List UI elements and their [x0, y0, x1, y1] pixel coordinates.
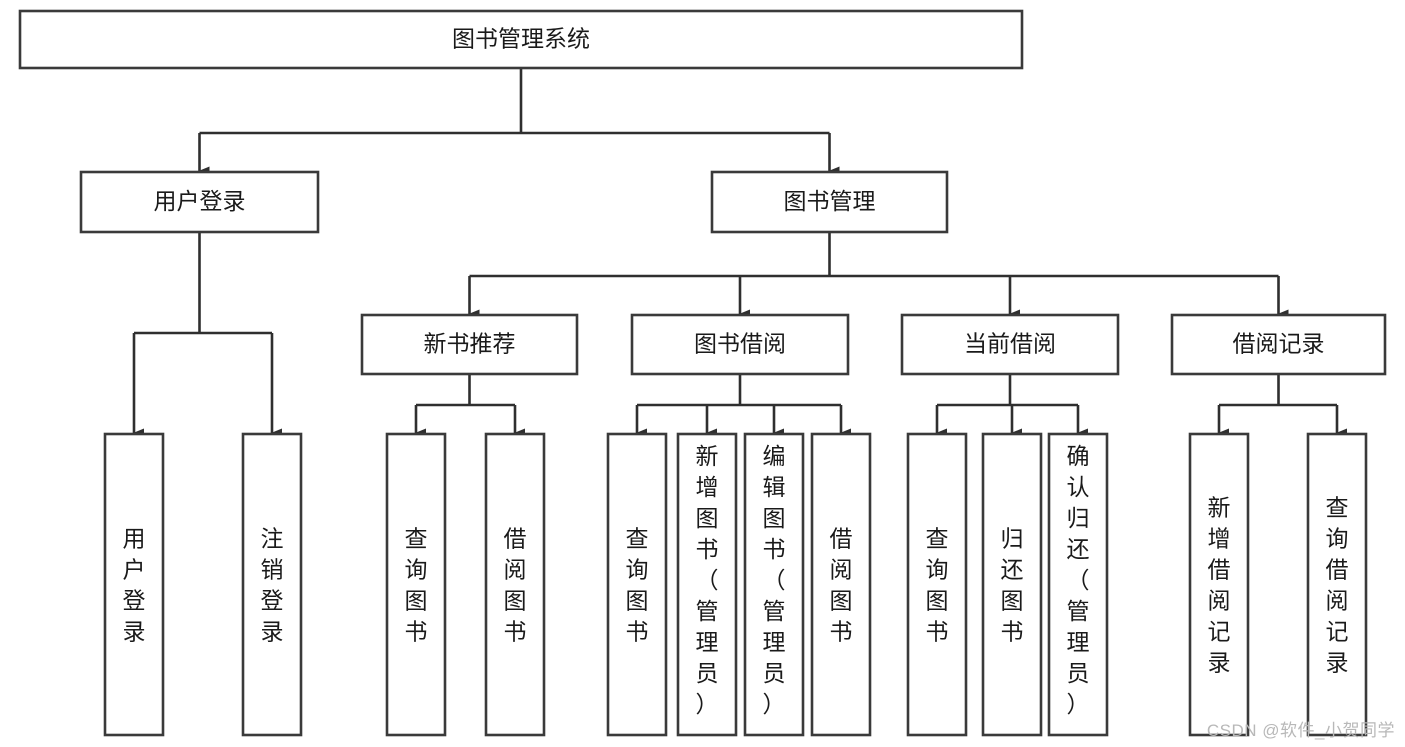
- node-label: 借阅记录: [1233, 331, 1325, 357]
- edge-group-root: [198, 68, 840, 176]
- edge-group-user-login: [132, 232, 282, 438]
- leaf-label: 编辑图书（管理员）: [763, 443, 786, 717]
- leaf-label: 查询图书: [926, 526, 949, 645]
- leaf-label: 确认归还（管理员）: [1067, 443, 1090, 717]
- leaf-label: 新增借阅记录: [1208, 495, 1231, 676]
- leaf-label: 用户登录: [123, 526, 146, 645]
- leaf-label: 新增图书（管理员）: [696, 443, 719, 717]
- leaf-label: 查询图书: [405, 526, 428, 645]
- node-user-login[interactable]: 用户登录: [79, 170, 320, 234]
- edge-group-current-borrow: [935, 374, 1088, 438]
- node-leaf-10[interactable]: 确认归还（管理员）: [1047, 432, 1109, 737]
- node-label: 新书推荐: [424, 331, 516, 357]
- leaf-label: 注销登录: [261, 526, 284, 645]
- node-leaf-8[interactable]: 查询图书: [906, 432, 968, 737]
- node-leaf-5[interactable]: 新增图书（管理员）: [676, 432, 738, 737]
- edge-group-borrow-record: [1217, 374, 1347, 438]
- node-level3-1[interactable]: 图书借阅: [630, 313, 850, 376]
- leaf-label: 查询图书: [626, 526, 649, 645]
- node-leaf-1[interactable]: 注销登录: [241, 432, 303, 737]
- leaf-label: 归还图书: [1001, 526, 1024, 645]
- leaf-label: 查询借阅记录: [1326, 495, 1349, 676]
- nodes-layer: 图书管理系统用户登录图书管理新书推荐图书借阅当前借阅借阅记录用户登录注销登录查询…: [18, 9, 1387, 737]
- node-label: 图书管理: [784, 188, 876, 214]
- node-leaf-0[interactable]: 用户登录: [103, 432, 165, 737]
- edge-group-new-book: [414, 374, 525, 438]
- leaf-label: 借阅图书: [830, 526, 853, 645]
- node-book-management[interactable]: 图书管理: [710, 170, 949, 234]
- node-level3-3[interactable]: 借阅记录: [1170, 313, 1387, 376]
- node-label: 图书管理系统: [452, 26, 590, 52]
- node-level3-0[interactable]: 新书推荐: [360, 313, 579, 376]
- leaf-label: 借阅图书: [504, 526, 527, 645]
- node-leaf-11[interactable]: 新增借阅记录: [1188, 432, 1250, 737]
- node-leaf-12[interactable]: 查询借阅记录: [1306, 432, 1368, 737]
- edges-layer: [132, 68, 1347, 438]
- node-leaf-2[interactable]: 查询图书: [385, 432, 447, 737]
- node-label: 当前借阅: [964, 331, 1056, 357]
- node-level3-2[interactable]: 当前借阅: [900, 313, 1120, 376]
- node-root-system[interactable]: 图书管理系统: [18, 9, 1024, 70]
- node-leaf-4[interactable]: 查询图书: [606, 432, 668, 737]
- edge-group-book-mgmt: [468, 232, 1289, 319]
- node-leaf-3[interactable]: 借阅图书: [484, 432, 546, 737]
- node-leaf-6[interactable]: 编辑图书（管理员）: [743, 432, 805, 737]
- node-label: 用户登录: [154, 188, 246, 214]
- edge-group-borrow: [635, 374, 851, 438]
- node-label: 图书借阅: [694, 331, 786, 357]
- node-leaf-9[interactable]: 归还图书: [981, 432, 1043, 737]
- node-leaf-7[interactable]: 借阅图书: [810, 432, 872, 737]
